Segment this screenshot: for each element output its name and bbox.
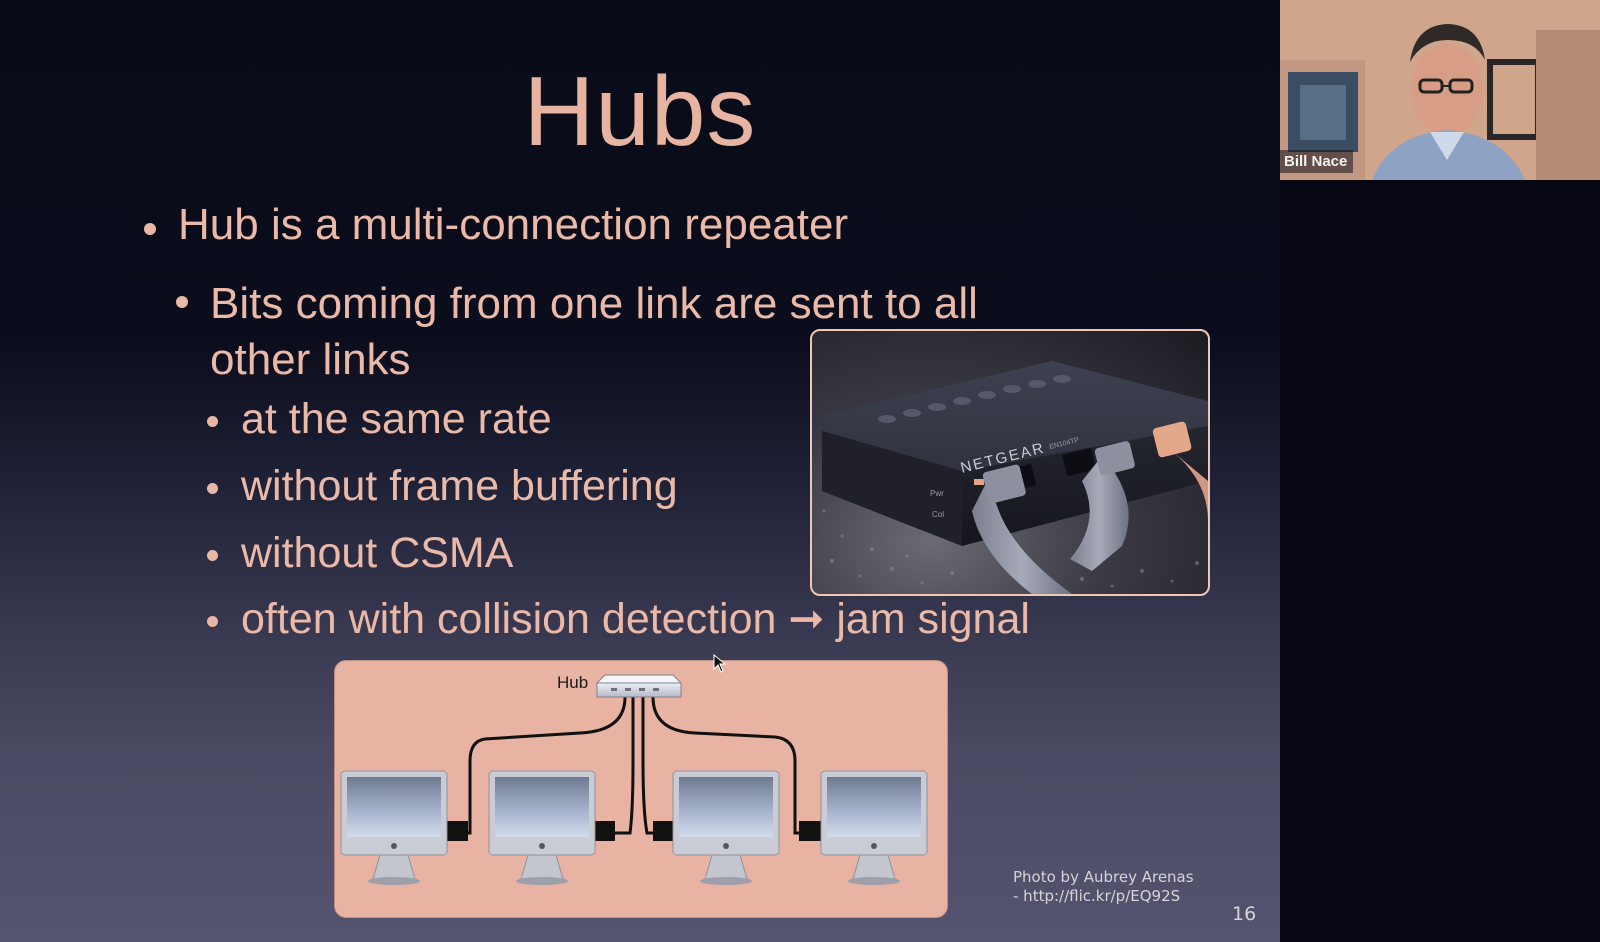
bullet-dot-icon <box>207 483 218 494</box>
led-label: Col <box>932 510 944 519</box>
bullet-text: often with collision detection ➞ jam sig… <box>241 595 1030 643</box>
bullet-dot-icon <box>207 416 218 427</box>
bullet-dot-icon <box>176 296 188 308</box>
led-label: Pwr <box>930 489 944 498</box>
mouse-pointer-icon <box>713 654 727 673</box>
participant-video-tile[interactable]: Bill Nace <box>1280 0 1600 180</box>
photo-credit-link: - http://flic.kr/p/EQ92S <box>1013 887 1181 905</box>
bullet-text: at the same rate <box>241 395 552 443</box>
bullet-dot-icon <box>207 550 218 561</box>
computer-4 <box>820 770 928 885</box>
slide-title: Hubs <box>523 56 757 166</box>
slide-number: 16 <box>1232 903 1257 925</box>
photo-credit: Photo by Aubrey Arenas - http://flic.kr/… <box>1013 868 1243 906</box>
gallery-empty-area <box>1280 180 1600 942</box>
presentation-slide: Hubs Hub is a multi-connection repeater … <box>0 0 1280 942</box>
bullet-dot-icon <box>144 223 156 235</box>
hub-topology-diagram: Hub <box>334 660 948 918</box>
bullet-text: Bits coming from one link are sent to al… <box>210 279 978 384</box>
bullet-text: Hub is a multi-connection repeater <box>178 200 849 249</box>
hub-label: Hub <box>557 673 589 692</box>
computer-1 <box>340 770 448 885</box>
computer-3 <box>672 770 780 885</box>
participant-name-label: Bill Nace <box>1280 150 1354 173</box>
participant-video-frame <box>1280 0 1600 180</box>
photo-credit-line: Photo by Aubrey Arenas <box>1013 868 1194 886</box>
hub-photo: NETGEAR EN104TP Pwr Col <box>810 329 1210 596</box>
bullet-text: without frame buffering <box>241 462 678 510</box>
bullet-dot-icon <box>207 616 218 627</box>
bullet-text: without CSMA <box>241 529 514 577</box>
computer-2 <box>488 770 596 885</box>
